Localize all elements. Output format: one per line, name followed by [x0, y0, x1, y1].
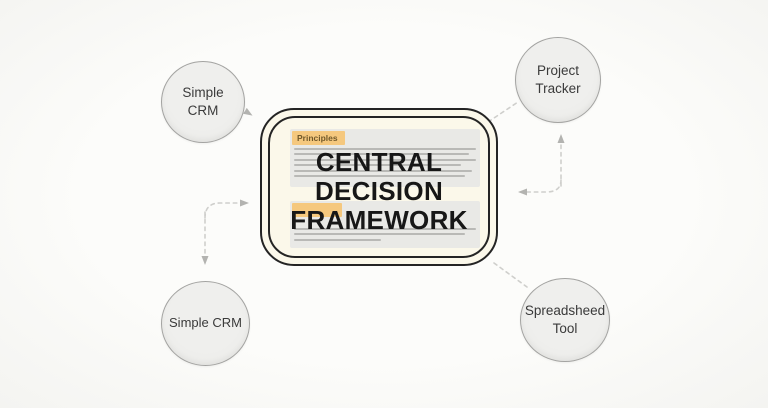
central-title-line-2: DECISION: [314, 176, 444, 206]
second-section: [290, 201, 480, 248]
placeholder-text-lines: [294, 148, 476, 180]
text-line: [294, 164, 462, 167]
node-spreadsheed-tool: Spreadsheed Tool: [520, 278, 610, 362]
placeholder-text-lines: [294, 228, 476, 244]
arrow-right-elbow-to-box: [518, 179, 562, 196]
text-line: [294, 169, 473, 172]
text-line: [294, 238, 382, 241]
central-framework-inner-border: Principles CENTRAL: [268, 116, 490, 258]
central-title-line-3: FRAMEWORK: [290, 205, 468, 235]
line-box-to-spreadsheed-tool: [493, 262, 528, 288]
principles-chip: Principles: [292, 131, 345, 145]
central-title-line-1: CENTRAL: [315, 147, 443, 177]
node-project-tracker: Project Tracker: [515, 37, 601, 123]
node-label: Spreadsheed Tool: [524, 303, 606, 336]
central-title: CENTRAL DECISION FRAMEWORK: [270, 148, 488, 235]
section-chip: [292, 203, 342, 217]
text-line: [294, 174, 466, 177]
node-label: Simple CRM: [169, 315, 242, 331]
text-line: [294, 158, 476, 161]
node-simple-crm-bottom-left: Simple CRM: [161, 281, 250, 366]
node-simple-crm-top-left: Simple CRM: [161, 61, 245, 143]
text-line: [294, 148, 476, 150]
text-line: [294, 233, 466, 236]
node-label: Project Tracker: [535, 63, 581, 96]
node-label: Simple CRM: [182, 85, 224, 118]
central-framework-box: Principles CENTRAL: [260, 108, 498, 266]
arrow-left-elbow-to-box: [204, 199, 249, 219]
text-line: [294, 228, 476, 230]
principles-section: Principles: [290, 129, 480, 187]
text-line: [294, 153, 469, 156]
